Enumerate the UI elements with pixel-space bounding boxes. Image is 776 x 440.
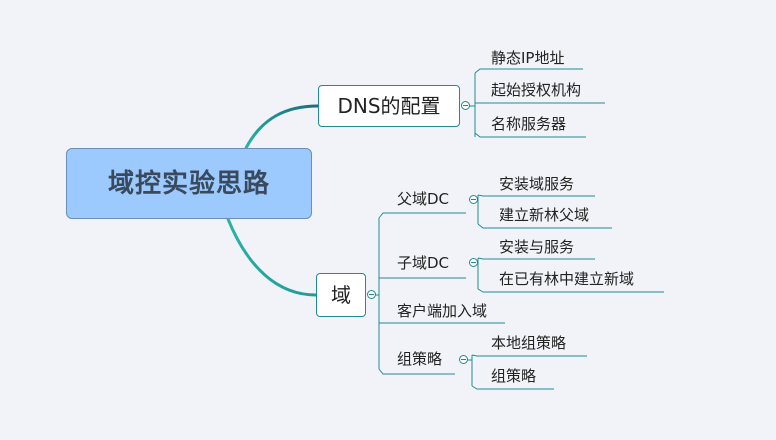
dns-child-soa[interactable]: 起始授权机构 — [491, 81, 582, 99]
connector-dns-child-1 — [474, 68, 583, 74]
parent-domain-collapse-icon[interactable] — [469, 195, 478, 204]
gp-child-policy[interactable]: 组策略 — [491, 367, 537, 385]
dns-child-name-server[interactable]: 名称服务器 — [491, 115, 567, 133]
connector-childdc-child-1 — [477, 257, 595, 260]
connector-parent-child-2 — [477, 223, 612, 229]
client-join-domain[interactable]: 客户端加入域 — [397, 302, 488, 320]
domain-node[interactable]: 域 — [316, 273, 366, 317]
child-domain-dc[interactable]: 子域DC — [397, 254, 450, 272]
domain-label: 域 — [331, 283, 351, 307]
connector-root-dns — [244, 104, 320, 150]
domain-collapse-icon[interactable] — [367, 290, 376, 299]
root-node[interactable]: 域控实验思路 — [66, 148, 312, 219]
gp-child-local[interactable]: 本地组策略 — [491, 334, 567, 352]
childdc-child-new-domain[interactable]: 在已有林中建立新域 — [499, 270, 635, 288]
group-policy[interactable]: 组策略 — [397, 350, 443, 368]
connector-gp-child-2 — [471, 385, 554, 390]
connector-domain-child-4 — [378, 368, 455, 375]
connector-domain-child-1 — [378, 212, 466, 219]
parent-child-new-forest[interactable]: 建立新林父域 — [499, 206, 590, 224]
root-label: 域控实验思路 — [107, 168, 270, 199]
child-domain-collapse-icon[interactable] — [469, 258, 478, 267]
connector-parent-child-1 — [477, 194, 595, 197]
childdc-child-install[interactable]: 安装与服务 — [499, 238, 575, 256]
dns-label: DNS的配置 — [337, 94, 441, 118]
connector-dns-child-3 — [474, 132, 586, 138]
dns-collapse-icon[interactable] — [461, 101, 470, 110]
dns-node[interactable]: DNS的配置 — [318, 85, 460, 127]
connector-childdc-child-2 — [477, 288, 664, 293]
group-policy-collapse-icon[interactable] — [459, 355, 468, 364]
connector-root-domain — [226, 217, 318, 297]
parent-child-install[interactable]: 安装域服务 — [499, 175, 575, 193]
parent-domain-dc[interactable]: 父域DC — [397, 190, 450, 208]
dns-child-static-ip[interactable]: 静态IP地址 — [491, 49, 565, 67]
connector-gp-child-1 — [471, 354, 587, 357]
